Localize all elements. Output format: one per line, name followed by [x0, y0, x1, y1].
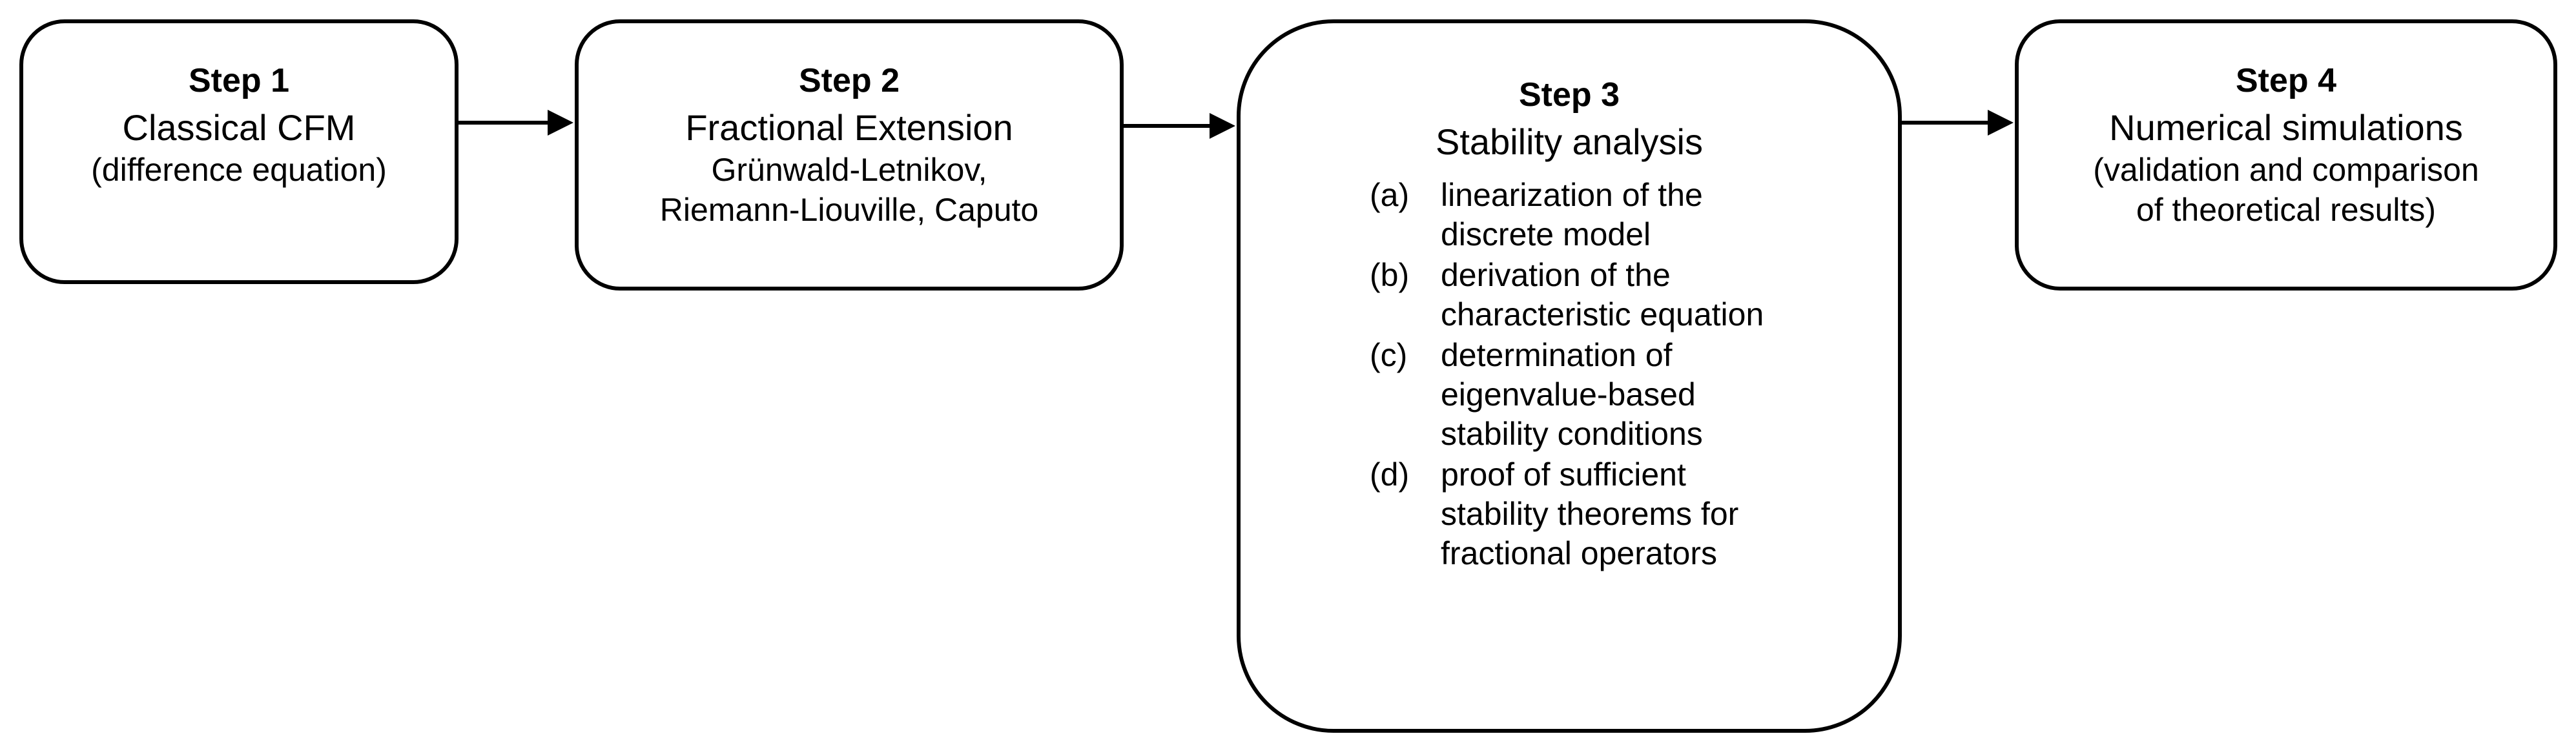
- step-1-box: Step 1 Classical CFM (difference equatio…: [19, 19, 459, 284]
- list-item-letter: (b): [1370, 256, 1410, 293]
- list-item-letter: (a): [1370, 176, 1410, 213]
- step-4-label: Step 4: [2235, 62, 2337, 99]
- list-item: (b) derivation of the characteristic equ…: [1370, 256, 1898, 334]
- list-item-letter: (d): [1370, 456, 1410, 493]
- step-3-list: (a) linearization of the discrete model …: [1370, 176, 1898, 573]
- list-item-text: derivation of the characteristic equatio…: [1441, 256, 1764, 332]
- step-1-subtitle: (difference equation): [91, 151, 387, 188]
- step-2-title: Fractional Extension: [685, 107, 1013, 148]
- step-4-title: Numerical simulations: [2109, 107, 2463, 148]
- list-item-text: linearization of the discrete model: [1441, 176, 1703, 252]
- list-item-text: proof of sufficient stability theorems f…: [1441, 456, 1739, 571]
- list-item-text: determination of eigenvalue-based stabil…: [1441, 336, 1703, 452]
- step-1-title: Classical CFM: [122, 107, 356, 148]
- step-2-subtitle-line-2: Riemann-Liouville, Caputo: [659, 192, 1039, 229]
- list-item: (d) proof of sufficient stability theore…: [1370, 455, 1898, 573]
- arrowhead-step4: [1988, 110, 2014, 136]
- step-4-box: Step 4 Numerical simulations (validation…: [2015, 19, 2557, 291]
- list-item: (a) linearization of the discrete model: [1370, 176, 1898, 254]
- step-3-box: Step 3 Stability analysis (a) linearizat…: [1237, 19, 1902, 733]
- step-4-subtitle-line-1: (validation and comparison: [2093, 151, 2479, 188]
- arrowhead-step3: [1210, 113, 1235, 139]
- step-3-label: Step 3: [1518, 76, 1620, 114]
- step-2-label: Step 2: [798, 62, 900, 99]
- arrowhead-step2: [548, 110, 573, 136]
- step-2-box: Step 2 Fractional Extension Grünwald-Let…: [575, 19, 1124, 291]
- step-2-subtitle-line-1: Grünwald-Letnikov,: [711, 151, 987, 188]
- step-3-title: Stability analysis: [1436, 121, 1703, 163]
- list-item-letter: (c): [1370, 336, 1408, 373]
- list-item: (c) determination of eigenvalue-based st…: [1370, 336, 1898, 454]
- step-4-subtitle-line-2: of theoretical results): [2136, 192, 2437, 229]
- step-1-label: Step 1: [188, 62, 290, 99]
